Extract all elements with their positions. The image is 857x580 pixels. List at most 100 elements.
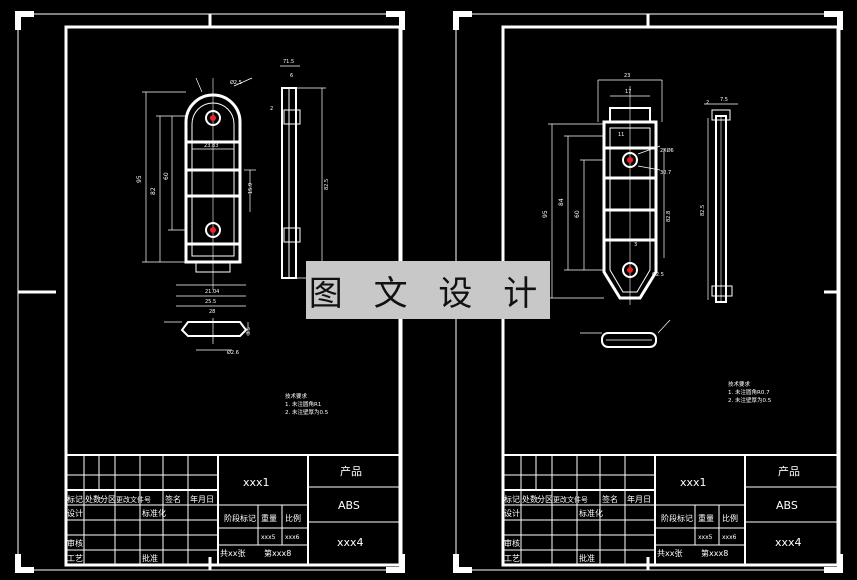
dim-text: 28 — [209, 309, 215, 315]
dim-text: 82 — [150, 187, 157, 195]
dim-text: 3 — [634, 242, 637, 248]
tb-std: 标准化 — [142, 508, 166, 518]
dim-text: Ø2.5 — [652, 271, 664, 278]
tb-material: ABS — [338, 499, 360, 512]
tb-drawing-no: xxx4 — [775, 536, 802, 549]
sheet-2-inner-frame — [501, 25, 840, 567]
sheet-1-corner-marks — [15, 11, 405, 573]
tb-approve: 批准 — [579, 553, 595, 563]
note-line: 1. 未注圆角R1 — [285, 400, 321, 408]
dim-text: Ø2.5 — [230, 79, 242, 86]
tb-row-label: 设计 — [504, 508, 520, 518]
dim-text: 6 — [290, 73, 293, 79]
dim-text: 23.83 — [204, 143, 218, 149]
tb-col-header: 更改文件号 — [553, 495, 588, 504]
dim-text: 15.9 — [248, 183, 254, 194]
tb-weight-val: xxx5 — [698, 534, 713, 541]
sheet-2-corner-marks — [453, 11, 843, 573]
tb-sheets-total: 共xx张 — [220, 549, 245, 558]
tb-sheets-total: 共xx张 — [657, 549, 682, 558]
tb-weight: 重量 — [698, 513, 714, 523]
dim-text: Ø2.6 — [227, 349, 239, 356]
dimension-lines-2 — [548, 79, 665, 299]
tb-material: ABS — [776, 499, 798, 512]
notes-title: 技术要求 — [285, 392, 308, 400]
dim-text: 84 — [558, 198, 565, 206]
tb-row-label: 工艺 — [67, 554, 83, 563]
watermark-banner: 图 文 设 计 — [306, 261, 550, 319]
tb-approve: 批准 — [142, 553, 158, 563]
hole-marker-1b — [210, 227, 216, 233]
dim-text: 2 — [706, 100, 709, 106]
dim-text: 2 — [270, 106, 273, 112]
sheet-1 — [15, 11, 405, 573]
tb-row-label: 设计 — [67, 508, 83, 518]
tb-product-label: 产品 — [778, 464, 800, 478]
dim-text: 82.8 — [666, 211, 672, 222]
dim-text: 17 — [625, 89, 631, 95]
sheet-2-texts: 95 84 60 23 17 Ø2.5 2XØ6 82.8 30.7 2 7.5… — [504, 73, 802, 563]
tb-col-header: 年月日 — [627, 494, 651, 504]
tb-product-label: 产品 — [340, 464, 362, 478]
dim-text: 7.5 — [720, 97, 728, 103]
dim-text: 3.5 — [246, 327, 252, 335]
dim-text: 25.5 — [205, 299, 216, 305]
tb-col-header: 分区 — [100, 495, 116, 504]
tb-col-header: 年月日 — [190, 494, 214, 504]
dim-text: 2XØ6 — [660, 147, 674, 154]
tb-row-label: 工艺 — [504, 554, 520, 563]
tb-drawing-no: xxx4 — [337, 536, 364, 549]
tb-row-label: 审核 — [504, 538, 520, 548]
dim-text: 95 — [542, 210, 549, 218]
dim-text: 82.5 — [324, 179, 330, 190]
tb-col-header: 标记 — [504, 494, 520, 504]
tb-sheet-no: 第xxx8 — [701, 548, 728, 558]
dim-text: 23 — [624, 73, 630, 79]
sheet-2-title-block — [502, 454, 839, 566]
note-line: 2. 未注壁厚为0.5 — [285, 408, 329, 416]
tb-stage: 阶段标记 — [224, 513, 256, 523]
part-front-view-1 — [184, 78, 242, 290]
part-side-view-2 — [704, 103, 738, 303]
tb-sheet-no: 第xxx8 — [264, 548, 291, 558]
tb-col-header: 更改文件号 — [116, 495, 151, 504]
dim-text: 11 — [618, 132, 624, 138]
tb-col-header: 签名 — [602, 494, 618, 504]
tb-std: 标准化 — [579, 508, 603, 518]
hole-marker-1a — [210, 115, 216, 121]
hole-marker-2a — [627, 157, 633, 163]
part-side-view-1 — [280, 65, 326, 279]
sheet-1-texts: 95 82 60 Ø2.5 23.83 15.9 21.04 25.5 28 7… — [67, 59, 364, 563]
tb-stage: 阶段标记 — [661, 513, 693, 523]
dim-text: 95 — [136, 175, 143, 183]
tb-scale: 比例 — [285, 513, 301, 523]
tb-col-header: 处数 — [522, 494, 538, 504]
tb-col-header: 签名 — [165, 494, 181, 504]
tb-weight-val: xxx5 — [261, 534, 276, 541]
dim-text: 60 — [574, 210, 581, 218]
dim-text: 21.04 — [205, 289, 219, 295]
part-section-view-2 — [580, 319, 671, 348]
dim-text: 30.7 — [660, 170, 671, 176]
sheet-1-title-block — [65, 454, 401, 566]
tb-scale-val: xxx6 — [722, 534, 737, 541]
tb-drawing-name: xxx1 — [243, 476, 270, 489]
dim-text: 82.5 — [700, 205, 706, 216]
tb-weight: 重量 — [261, 513, 277, 523]
part-front-view-2 — [602, 86, 658, 305]
hole-marker-2b — [627, 267, 633, 273]
part-section-view-1 — [164, 318, 249, 351]
tb-scale-val: xxx6 — [285, 534, 300, 541]
dim-text: 60 — [163, 172, 170, 180]
tb-drawing-name: xxx1 — [680, 476, 707, 489]
note-line: 2. 未注壁厚为0.5 — [728, 396, 772, 404]
tb-col-header: 标记 — [67, 494, 83, 504]
tb-col-header: 分区 — [537, 495, 553, 504]
tb-row-label: 审核 — [67, 538, 83, 548]
note-line: 1. 未注圆角R0.7 — [728, 388, 770, 396]
dimension-lines-1 — [142, 77, 256, 307]
tb-col-header: 处数 — [85, 494, 101, 504]
notes-title: 技术要求 — [728, 380, 751, 388]
dim-text: 71.5 — [283, 59, 294, 65]
